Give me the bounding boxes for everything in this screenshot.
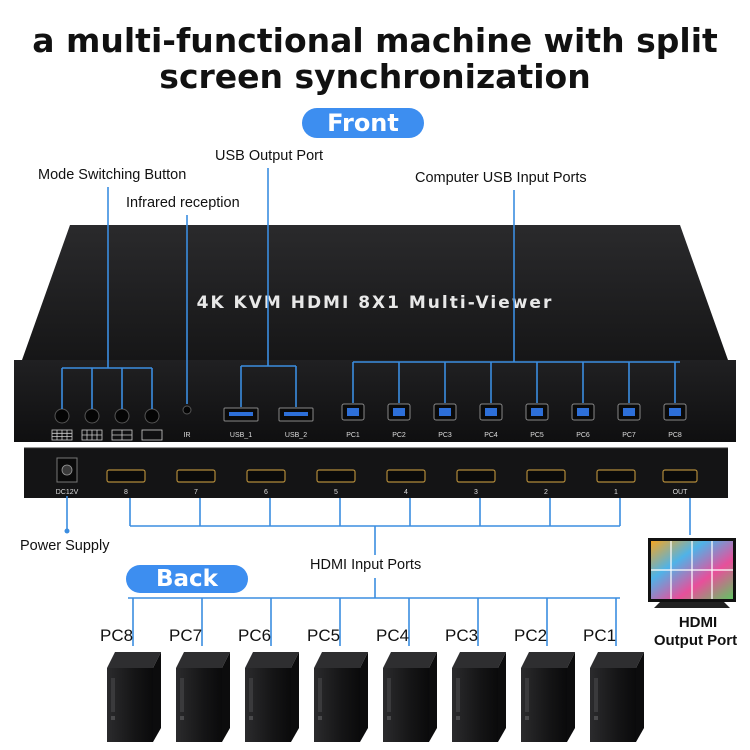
hdmi-in-port-7[interactable] bbox=[176, 469, 216, 483]
usb-b-label-pc8: PC8 bbox=[668, 432, 682, 439]
usb-b-label-pc4: PC4 bbox=[484, 432, 498, 439]
hdmi-inputs-callout: HDMI Input Ports bbox=[310, 557, 422, 573]
computers bbox=[107, 652, 644, 742]
usb-inputs-callout: Computer USB Input Ports bbox=[415, 170, 587, 186]
hdmi-output-callout-line2: Output Port bbox=[653, 632, 738, 649]
hdmi-out-port[interactable] bbox=[662, 469, 698, 483]
hdmi-in-port-2[interactable] bbox=[526, 469, 566, 483]
computer-tower-pc2 bbox=[521, 652, 575, 742]
hdmi-in-label-5: 5 bbox=[334, 489, 338, 496]
hdmi-in-label-3: 3 bbox=[474, 489, 478, 496]
usb-b-label-pc5: PC5 bbox=[530, 432, 544, 439]
hdmi-in-port-8[interactable] bbox=[106, 469, 146, 483]
usb-output-callout: USB Output Port bbox=[215, 148, 323, 164]
hdmi-in-port-1[interactable] bbox=[596, 469, 636, 483]
device-label: 4K KVM HDMI 8X1 Multi-Viewer bbox=[197, 293, 554, 313]
pc-usb-ports: PC1 PC2 PC3 PC4 PC5 PC6 PC7 PC8 bbox=[341, 403, 687, 439]
hdmi-output-tv bbox=[648, 538, 736, 608]
computer-tower-pc7 bbox=[176, 652, 230, 742]
single-screen-icon bbox=[141, 429, 163, 441]
usb-b-label-pc3: PC3 bbox=[438, 432, 452, 439]
hdmi-out-label: OUT bbox=[673, 489, 689, 496]
computer-label-pc7: PC7 bbox=[169, 626, 203, 645]
computer-tower-pc3 bbox=[452, 652, 506, 742]
title-line-2: screen synchronization bbox=[159, 57, 591, 96]
computer-label-pc8: PC8 bbox=[100, 626, 134, 645]
computer-label-pc3: PC3 bbox=[445, 626, 479, 645]
hdmi-ports: 8 7 6 5 4 3 2 1 bbox=[106, 469, 636, 496]
usb-2-label: USB_2 bbox=[285, 432, 307, 439]
back-badge: Back bbox=[126, 565, 248, 593]
hdmi-in-port-5[interactable] bbox=[316, 469, 356, 483]
power-supply-callout: Power Supply bbox=[20, 538, 110, 554]
computer-label-pc1: PC1 bbox=[583, 626, 617, 645]
usb-b-label-pc7: PC7 bbox=[622, 432, 636, 439]
callout-lines bbox=[61, 168, 691, 599]
computer-label-pc6: PC6 bbox=[238, 626, 272, 645]
computer-label-pc4: PC4 bbox=[376, 626, 410, 645]
computer-tower-pc5 bbox=[314, 652, 368, 742]
hdmi-in-port-3[interactable] bbox=[456, 469, 496, 483]
device-front-face bbox=[14, 360, 736, 442]
computer-label-pc5: PC5 bbox=[307, 626, 341, 645]
computer-tower-pc8 bbox=[107, 652, 161, 742]
mode-buttons bbox=[51, 408, 163, 441]
title-line-1: a multi-functional machine with split bbox=[32, 21, 718, 60]
front-badge: Front bbox=[302, 108, 424, 138]
hdmi-in-label-4: 4 bbox=[404, 489, 408, 496]
hdmi-output-callout-line1: HDMI bbox=[678, 614, 718, 631]
computer-tower-pc6 bbox=[245, 652, 299, 742]
hdmi-in-port-6[interactable] bbox=[246, 469, 286, 483]
computer-label-pc2: PC2 bbox=[514, 626, 548, 645]
hdmi-in-label-1: 1 bbox=[614, 489, 618, 496]
ir-sensor bbox=[182, 405, 192, 415]
infrared-callout: Infrared reception bbox=[126, 195, 240, 211]
hdmi-in-label-8: 8 bbox=[124, 489, 128, 496]
mode-button-4[interactable] bbox=[144, 408, 160, 424]
hdmi-in-label-6: 6 bbox=[264, 489, 268, 496]
ir-label: IR bbox=[184, 432, 191, 439]
mode-button-3[interactable] bbox=[114, 408, 130, 424]
mode-button-2[interactable] bbox=[84, 408, 100, 424]
hdmi-in-label-7: 7 bbox=[194, 489, 198, 496]
usb-b-label-pc6: PC6 bbox=[576, 432, 590, 439]
usb-b-label-pc2: PC2 bbox=[392, 432, 406, 439]
device-top-surface bbox=[22, 225, 728, 360]
usb-1-label: USB_1 bbox=[230, 432, 252, 439]
computer-tower-pc1 bbox=[590, 652, 644, 742]
dc-label: DC12V bbox=[56, 489, 79, 496]
usb-b-label-pc1: PC1 bbox=[346, 432, 360, 439]
mode-button-1[interactable] bbox=[54, 408, 70, 424]
mode-switch-callout: Mode Switching Button bbox=[38, 167, 187, 183]
hdmi-in-port-4[interactable] bbox=[386, 469, 426, 483]
computer-tower-pc4 bbox=[383, 652, 437, 742]
hdmi-in-label-2: 2 bbox=[544, 489, 548, 496]
